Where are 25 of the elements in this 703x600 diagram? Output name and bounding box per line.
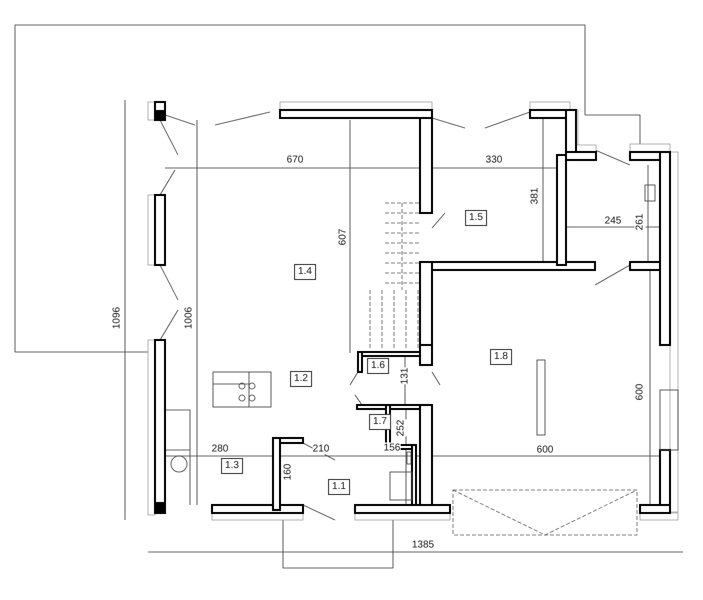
dimension-label: 252 [396,420,406,436]
room-number: 1.2 [290,371,312,387]
dimension-label: 670 [286,154,304,166]
room-number: 1.7 [369,414,391,430]
dimension-label: 1096 [112,306,122,330]
room-number: 1.1 [328,479,350,495]
dimension-label: 1006 [184,306,194,330]
dimension-label: 1385 [412,540,434,550]
room-number: 1.8 [490,349,512,365]
dimension-label: 600 [634,384,646,400]
room-number: 1.5 [465,210,487,226]
dimension-label: 330 [486,154,502,166]
dimension-label: 131 [400,368,410,384]
dimension-label: 261 [634,214,646,230]
dimension-label: 160 [282,464,294,480]
dimension-label: 607 [338,228,348,246]
dimension-label: 381 [530,188,540,204]
dimension-label: 245 [604,216,622,226]
room-number: 1.4 [294,264,316,280]
dimension-label: 600 [536,444,554,456]
dimension-label: 280 [212,444,228,454]
dimension-label: 210 [312,444,330,454]
dimension-label: 156 [384,442,400,454]
room-number: 1.3 [221,458,243,474]
room-number: 1.6 [367,358,389,374]
